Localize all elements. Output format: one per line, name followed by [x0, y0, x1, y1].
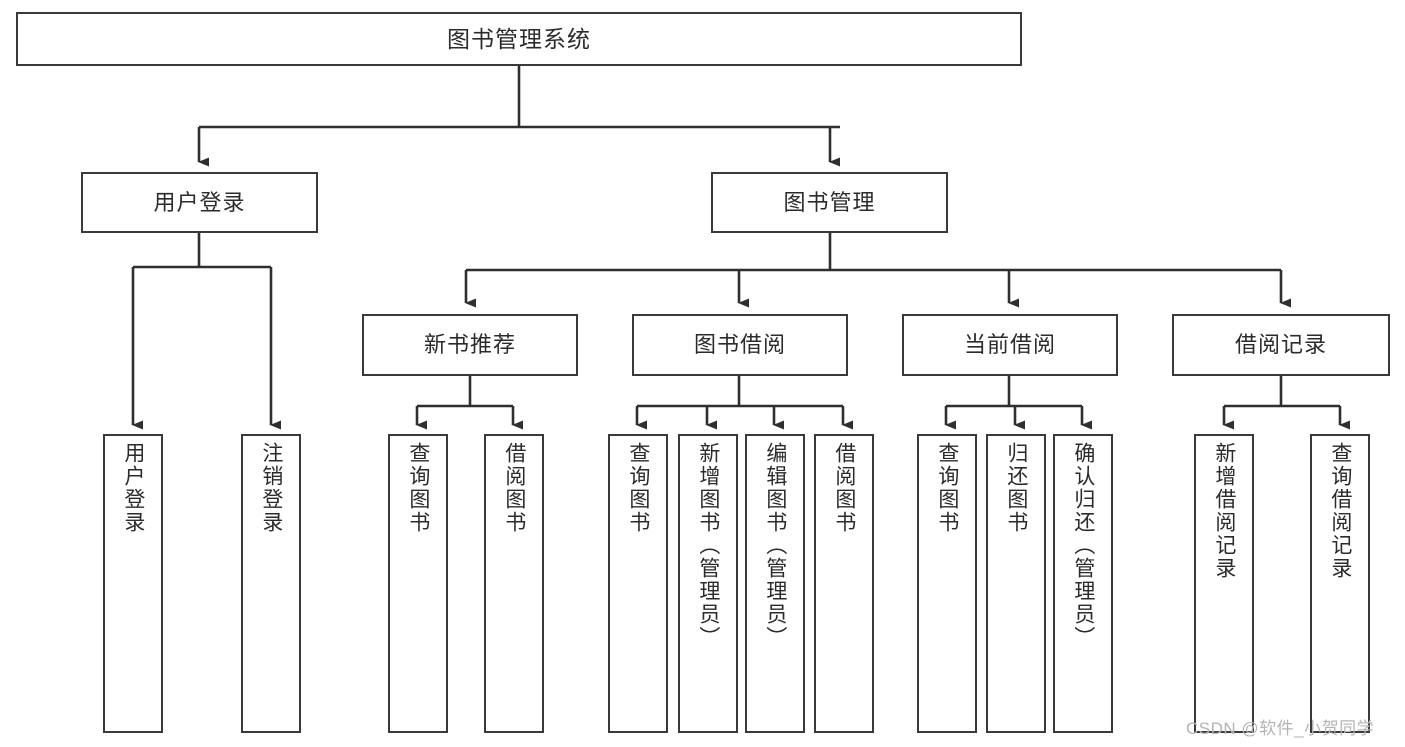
node-book-manage[interactable]: 图书管理	[711, 172, 948, 233]
leaf-user-login-logout[interactable]: 注销登录	[241, 434, 301, 733]
leaf-book-borrow-add-book[interactable]: 新增图书（管理员）	[678, 434, 738, 733]
node-user-login-label: 用户登录	[153, 189, 246, 215]
node-new-book-recommend[interactable]: 新书推荐	[362, 314, 578, 376]
leaf-borrow-record-query-record-label: 查询借阅记录	[1328, 442, 1352, 580]
leaf-borrow-record-add-record-label: 新增借阅记录	[1212, 442, 1236, 580]
leaf-book-borrow-edit-book-label: 编辑图书（管理员）	[763, 442, 787, 649]
node-current-borrow[interactable]: 当前借阅	[902, 314, 1118, 376]
leaf-user-login-logout-label: 注销登录	[259, 442, 283, 534]
node-borrow-record-label: 借阅记录	[1234, 332, 1327, 358]
leaf-new-book-query-book-label: 查询图书	[406, 442, 430, 534]
leaf-current-borrow-confirm-return-label: 确认归还（管理员）	[1071, 442, 1095, 649]
leaf-borrow-record-query-record[interactable]: 查询借阅记录	[1310, 434, 1370, 733]
leaf-current-borrow-confirm-return[interactable]: 确认归还（管理员）	[1053, 434, 1113, 733]
node-borrow-record[interactable]: 借阅记录	[1172, 314, 1390, 376]
leaf-book-borrow-query-book[interactable]: 查询图书	[608, 434, 668, 733]
leaf-book-borrow-edit-book[interactable]: 编辑图书（管理员）	[745, 434, 805, 733]
node-new-book-recommend-label: 新书推荐	[423, 332, 516, 358]
node-root-system[interactable]: 图书管理系统	[16, 12, 1022, 66]
leaf-user-login-login[interactable]: 用户登录	[103, 434, 163, 733]
node-root-system-label: 图书管理系统	[447, 25, 591, 52]
leaf-new-book-query-book[interactable]: 查询图书	[388, 434, 448, 733]
node-current-borrow-label: 当前借阅	[963, 332, 1056, 358]
node-user-login[interactable]: 用户登录	[81, 172, 318, 233]
csdn-watermark: CSDN @软件_小贺同学	[1186, 719, 1375, 738]
leaf-new-book-borrow-book-label: 借阅图书	[502, 442, 526, 534]
leaf-book-borrow-borrow-book-label: 借阅图书	[832, 442, 856, 534]
leaf-new-book-borrow-book[interactable]: 借阅图书	[484, 434, 544, 733]
node-book-manage-label: 图书管理	[783, 189, 876, 215]
leaf-borrow-record-add-record[interactable]: 新增借阅记录	[1194, 434, 1254, 733]
leaf-current-borrow-query-book[interactable]: 查询图书	[917, 434, 977, 733]
leaf-book-borrow-query-book-label: 查询图书	[626, 442, 650, 534]
leaf-book-borrow-borrow-book[interactable]: 借阅图书	[814, 434, 874, 733]
node-book-borrow[interactable]: 图书借阅	[632, 314, 848, 376]
node-book-borrow-label: 图书借阅	[693, 332, 786, 358]
leaf-user-login-login-label: 用户登录	[121, 442, 145, 534]
leaf-current-borrow-return-book[interactable]: 归还图书	[986, 434, 1046, 733]
leaf-book-borrow-add-book-label: 新增图书（管理员）	[696, 442, 720, 649]
leaf-current-borrow-query-book-label: 查询图书	[935, 442, 959, 534]
leaf-current-borrow-return-book-label: 归还图书	[1004, 442, 1028, 534]
